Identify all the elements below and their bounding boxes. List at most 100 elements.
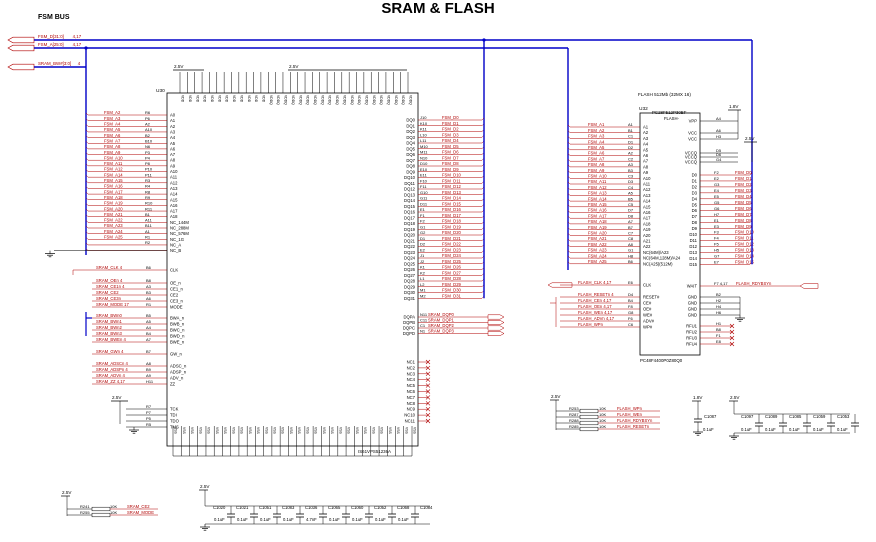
data-net-label: FSM_D0 — [735, 170, 752, 175]
pin-name: D11 — [690, 238, 698, 243]
pin-name: DQ14 — [404, 198, 416, 203]
ball-number: B11 — [145, 223, 153, 228]
cap-value: 0.1uF — [214, 517, 225, 522]
power-pin-name: VDD — [247, 95, 251, 103]
bus-junction — [84, 46, 88, 50]
power-pin-name: VDDQ — [379, 95, 383, 105]
ball-number: C1 — [420, 323, 426, 328]
power-pin-name: VDDQ — [387, 95, 391, 105]
ball-number: L1 — [420, 276, 425, 281]
ball-number: M1 — [420, 288, 426, 293]
ball-number: P7 — [146, 410, 152, 415]
bus-entry — [567, 159, 571, 162]
bus-entry — [567, 164, 571, 168]
bus-entry — [567, 153, 571, 156]
pin-name: GW_n — [170, 352, 183, 357]
resistor-value: 10K — [599, 406, 606, 411]
no-connect-mark — [729, 329, 735, 335]
bus-label: FSM BUS — [38, 14, 70, 21]
pin-name: NC_144M — [170, 220, 189, 225]
ball-number: B7 — [628, 225, 634, 230]
control-net-label: FLASH_ADVn 4,17 — [578, 316, 615, 321]
cap-refdes: C1051 — [259, 505, 272, 510]
ground-pin-name: VSS — [264, 427, 268, 435]
bus-port — [7, 44, 35, 52]
data-net-label: FSM_D5 — [735, 200, 752, 205]
bus-entry — [567, 181, 571, 185]
pin-name: NC(64M,128M)/A24 — [643, 256, 681, 261]
pin-name: D5 — [692, 202, 698, 207]
power-pin-name: VDDQ — [394, 95, 398, 105]
data-net-label: FSM_D28 — [442, 276, 462, 281]
ball-number: K1 — [420, 265, 426, 270]
pin-name: DQ26 — [404, 267, 416, 272]
power-pin-name: VDDQ — [372, 95, 376, 105]
bus-entry — [567, 187, 571, 190]
bus-entry — [567, 130, 571, 133]
data-net-label: FSM_D0 — [442, 115, 459, 120]
data-net-label: FSM_D3 — [442, 132, 459, 137]
pullup-resistor — [579, 426, 599, 432]
pin-name: D6 — [692, 208, 698, 213]
control-net-label: FLASH_WPn — [578, 322, 604, 327]
ground-pin-name: VSS — [223, 427, 227, 435]
pin-name: BWD_n — [170, 334, 185, 339]
ball-number: B5 — [628, 196, 634, 201]
cap-value: 0.1uF — [789, 427, 800, 432]
ball-number: K10 — [420, 121, 428, 126]
control-net-label: FLASH_OEn 4,17 — [578, 304, 612, 309]
off-page-connector — [487, 320, 505, 325]
pin-name: D4 — [692, 196, 698, 201]
ball-number: E2 — [714, 176, 720, 181]
address-net-label: FSM_A9 — [104, 150, 121, 155]
address-net-label: FSM_A18 — [104, 195, 123, 200]
ball-number: H3 — [716, 134, 722, 139]
pin-name: DQ3 — [406, 135, 415, 140]
data-net-label: FSM_D15 — [735, 259, 755, 264]
pin-name: A12 — [170, 180, 178, 185]
address-net-label: FSM_A4 — [588, 139, 605, 144]
data-net-label: FSM_D31 — [442, 293, 462, 298]
pin-name: A3 — [643, 136, 649, 141]
ball-number: H2 — [716, 298, 722, 303]
data-net-label: FSM_D24 — [442, 253, 462, 258]
ball-number: R1 — [145, 235, 151, 240]
pin-name: GND — [688, 307, 697, 312]
bus-entry — [567, 227, 571, 230]
pin-name: GND — [688, 295, 697, 300]
pin-name: D0 — [692, 173, 698, 178]
wait-port — [799, 283, 819, 289]
bus-entry — [567, 136, 571, 139]
ball-number: G7 — [714, 254, 720, 259]
data-net-label: FSM_D11 — [735, 236, 754, 241]
control-net-label: FLASH_CEn 4,17 — [578, 298, 612, 303]
pin-name: RFU1 — [686, 324, 698, 329]
bus-port-ref: 4 — [78, 61, 81, 66]
bus-entry — [567, 198, 571, 202]
pin-name: WAIT — [687, 284, 698, 289]
ground-pin-name: VSS — [240, 427, 244, 435]
bus-entry — [85, 203, 89, 206]
power-pin-name: VDD — [181, 95, 185, 103]
pin-name: D3 — [692, 190, 698, 195]
ball-number: B3 — [628, 168, 634, 173]
power-pin-name: VDDQ — [298, 95, 302, 105]
control-net-label: SRAM_BWn1 — [96, 319, 123, 324]
ball-number: B8 — [716, 327, 722, 332]
ball-number: B2 — [145, 133, 151, 138]
no-connect-mark — [425, 406, 431, 412]
cap-refdes: C1089 — [765, 414, 778, 419]
pin-name: A1 — [170, 118, 176, 123]
flash-chip-body — [639, 112, 701, 356]
address-net-label: FSM_A22 — [588, 242, 607, 247]
pin-name: CLK — [643, 283, 651, 288]
ball-number: A3 — [628, 162, 634, 167]
address-net-label: FSM_A15 — [104, 178, 123, 183]
pullup-resistor — [91, 512, 111, 518]
data-net-label: FSM_D7 — [442, 155, 459, 160]
address-net-label: FSM_A9 — [588, 168, 605, 173]
pin-name: RFU4 — [686, 342, 698, 347]
ball-number: B5 — [146, 313, 152, 318]
ball-number: C4 — [628, 185, 634, 190]
ball-number: A2 — [628, 151, 634, 156]
